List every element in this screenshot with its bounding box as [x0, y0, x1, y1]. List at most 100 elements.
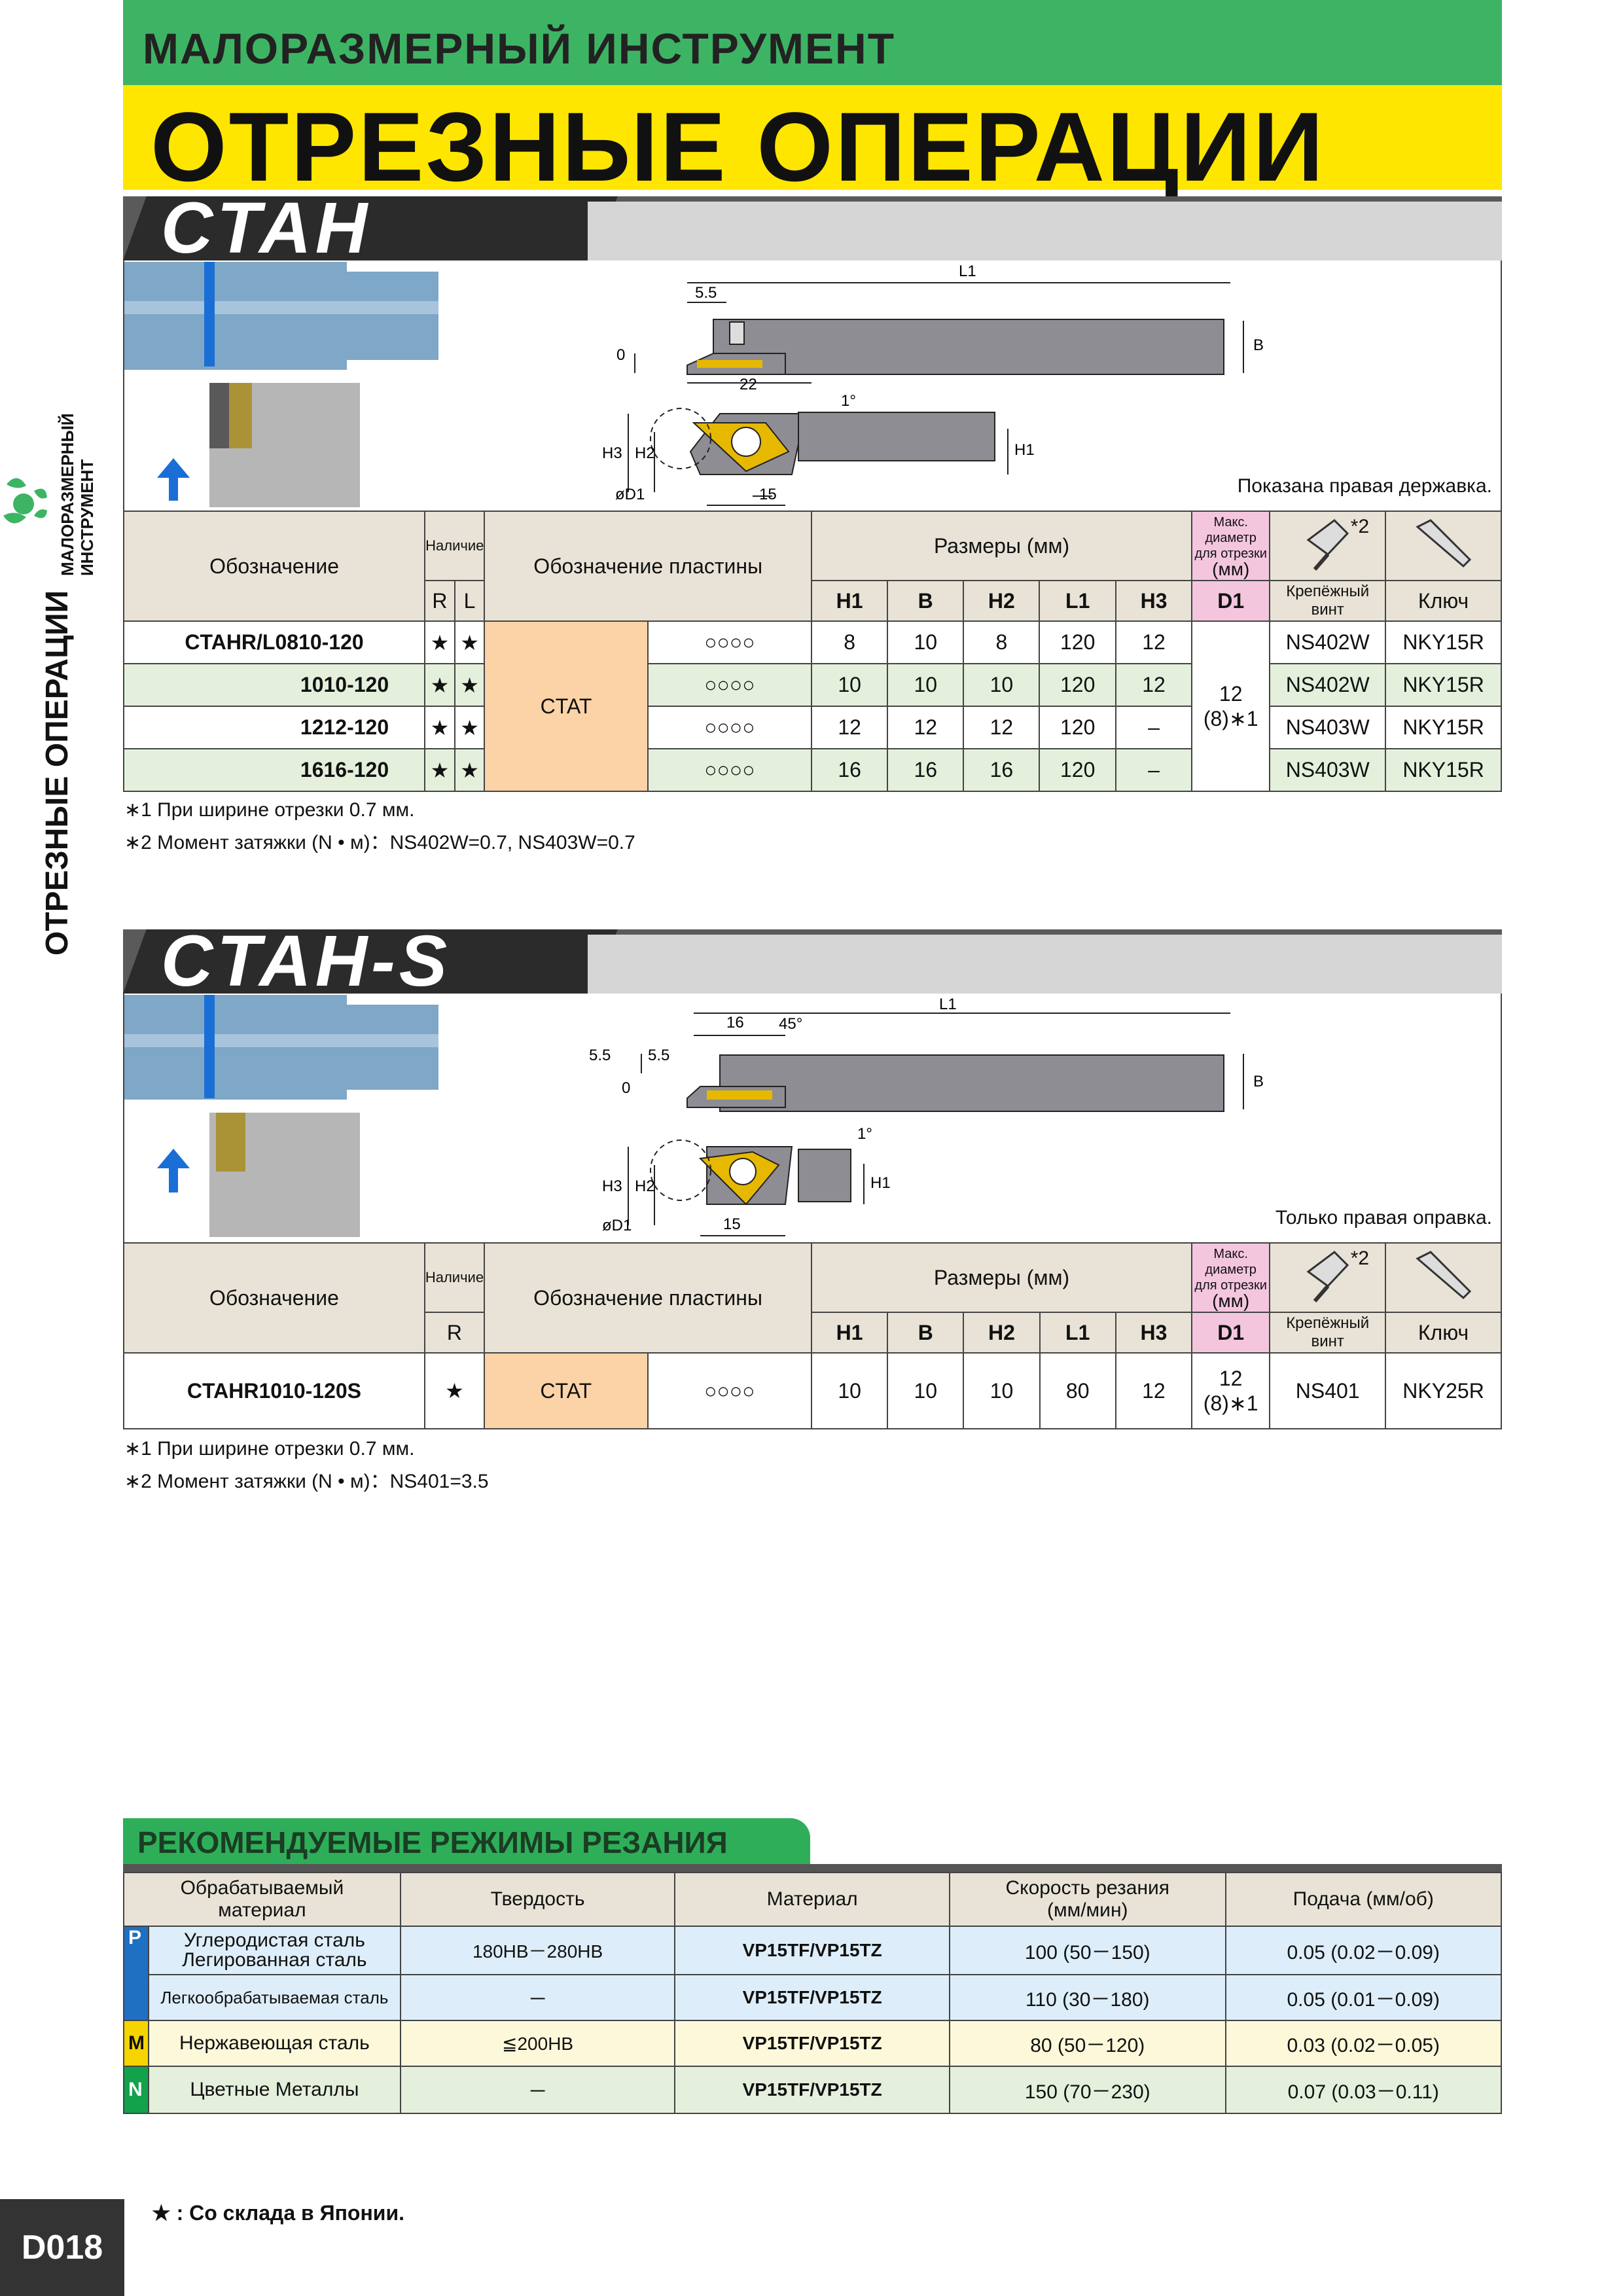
th-l1: L1	[1039, 580, 1116, 622]
recommend-title-bar: РЕКОМЕНДУЕМЫЕ РЕЖИМЫ РЕЗАНИЯ	[123, 1818, 810, 1864]
section2-table: Обозначение Наличие Обозначение пластины…	[123, 1242, 1502, 1429]
section1-usage-illustration	[124, 262, 452, 507]
dim-5-5-vertical: 5.5	[589, 1047, 611, 1064]
section1-title: CTAH	[160, 196, 372, 260]
th-screw: Крепёжный винт	[1269, 1312, 1387, 1354]
insert-name: CTAT	[484, 620, 649, 792]
section2-drawing-frame	[123, 994, 1502, 1242]
iso-n-badge: N	[123, 2066, 149, 2114]
th-l1: L1	[1039, 1312, 1116, 1354]
th-h2: H2	[963, 580, 1041, 622]
th-max-diameter: Макс. диаметр для отрезки (мм)	[1191, 511, 1271, 581]
dim-h3: H3	[602, 1177, 622, 1195]
section2-usage-illustration	[124, 995, 438, 1237]
side-small-label-2: ИНСТРУМЕНТ	[77, 459, 97, 576]
section1-drawing-frame	[123, 260, 1502, 511]
table-row: 1010-120 ★ ★ ○○○○ 10 10 10 120 12 NS402W…	[122, 663, 1502, 707]
dim-h3: H3	[602, 444, 622, 462]
th-designation: Обозначение	[123, 1242, 425, 1354]
hex-key-icon	[1415, 519, 1471, 568]
section1-table: Обозначение Наличие Обозначение пластины…	[122, 511, 1502, 792]
th-r: R	[423, 1312, 486, 1354]
table-row: CTAHR1010-120S ★ CTAT ○○○○ 10 10 10 80 1…	[123, 1352, 1502, 1429]
th-b: B	[887, 1312, 965, 1354]
category-bar: МАЛОРАЗМЕРНЫЙ ИНСТРУМЕНТ	[123, 0, 1502, 85]
th-h2: H2	[963, 1312, 1041, 1354]
page-title: ОТРЕЗНЫЕ ОПЕРАЦИИ	[151, 92, 1326, 202]
dim-d1: øD1	[615, 486, 645, 503]
th-grade: Материал	[674, 1872, 950, 1927]
dim-l1: L1	[939, 996, 957, 1013]
screw-icon	[1306, 519, 1349, 571]
dim-d1: øD1	[602, 1217, 632, 1234]
th-key-icon-cell	[1385, 511, 1502, 581]
section2-caption: Только правая оправка.	[1275, 1207, 1492, 1229]
th-d1: D1	[1191, 1312, 1271, 1354]
section2-note-2: ∗2 Момент затяжки (N • м)：NS401=3.5	[124, 1471, 489, 1492]
dim-h1: H1	[1014, 441, 1035, 459]
th-insert: Обозначение пластины	[484, 511, 813, 622]
th-designation: Обозначение	[122, 511, 426, 622]
dim-1deg: 1°	[841, 392, 856, 410]
section1-bar: CTAH	[123, 196, 1502, 260]
side-small-label-1: МАЛОРАЗМЕРНЫЙ	[58, 413, 77, 576]
table-row: 1616-120 ★ ★ ○○○○ 16 16 16 120 – NS403W …	[122, 748, 1502, 792]
th-key: Ключ	[1385, 1312, 1502, 1354]
category-title: МАЛОРАЗМЕРНЫЙ ИНСТРУМЕНТ	[143, 24, 896, 73]
th-l: L	[454, 580, 486, 622]
table-row: Легкообрабатываемая сталь － VP15TF/VP15T…	[124, 1974, 1502, 2021]
table-row: CTAHR/L0810-120 ★ ★ CTAT ○○○○ 8 10 8 120…	[122, 620, 1502, 792]
stock-note: ★ : Со склада в Японии.	[152, 2201, 404, 2225]
d1-value-cell: 12 (8)∗1	[1191, 620, 1271, 792]
iso-p-badge: P	[123, 1926, 149, 2021]
th-screw: Крепёжный винт	[1269, 580, 1387, 622]
section2-title: CTAH-S	[160, 929, 452, 994]
section1-note-1: ∗1 При ширине отрезки 0.7 мм.	[124, 799, 415, 821]
th-h1: H1	[811, 580, 889, 622]
dim-b: B	[1253, 336, 1264, 354]
th-key: Ключ	[1385, 580, 1502, 622]
dim-h1: H1	[870, 1174, 891, 1192]
section2-bar: CTAH-S	[123, 929, 1502, 994]
section2-note-1: ∗1 При ширине отрезки 0.7 мм.	[124, 1438, 415, 1460]
side-tab	[0, 445, 93, 589]
dim-45deg: 45°	[779, 1015, 802, 1033]
th-dims: Размеры (мм)	[810, 1242, 1193, 1313]
dim-15: 15	[759, 486, 777, 503]
side-vertical-label: ОТРЕЗНЫЕ ОПЕРАЦИИ	[40, 590, 75, 956]
dim-5-5: 5.5	[648, 1047, 669, 1064]
dim-b: B	[1253, 1073, 1264, 1090]
th-max-diameter: Макс. диаметр для отрезки (мм)	[1191, 1242, 1271, 1313]
th-b: B	[887, 580, 965, 622]
dim-l1: L1	[959, 262, 976, 280]
th-key-icon-cell	[1385, 1242, 1502, 1313]
th-dims: Размеры (мм)	[811, 511, 1193, 581]
dim-1deg: 1°	[857, 1125, 872, 1143]
dim-22: 22	[740, 376, 757, 393]
th-speed: Скорость резания(мм/мин)	[948, 1872, 1226, 1927]
th-h3: H3	[1115, 1312, 1193, 1354]
table-row: 1212-120 ★ ★ ○○○○ 12 12 12 120 – NS403W …	[122, 706, 1502, 749]
th-screw-icon-cell: *2	[1269, 1242, 1387, 1313]
section2-dimension-drawing: L1 16 45° 5.5 5.5 0 B 1° H3 H2 H1 øD1 15	[589, 996, 1264, 1236]
page-number: D018	[0, 2199, 124, 2296]
table-row: N Цветные Металлы － VP15TF/VP15TZ 150 (7…	[123, 2066, 1502, 2114]
dim-h2: H2	[635, 444, 655, 462]
dim-15: 15	[723, 1215, 741, 1233]
dim-16: 16	[726, 1014, 744, 1031]
screw-note-mark: *2	[1350, 1247, 1370, 1269]
th-screw-icon-cell: *2	[1269, 511, 1387, 581]
hex-key-icon	[1415, 1251, 1471, 1300]
th-insert: Обозначение пластины	[484, 1242, 812, 1354]
th-feed: Подача (мм/об)	[1224, 1872, 1502, 1927]
th-h3: H3	[1115, 580, 1193, 622]
section1-caption: Показана правая державка.	[1237, 475, 1492, 497]
th-availability: Наличие	[423, 1242, 486, 1313]
iso-m-badge: M	[123, 2020, 149, 2067]
side-small-label: МАЛОРАЗМЕРНЫЙ ИНСТРУМЕНТ	[55, 413, 107, 576]
recommend-title: РЕКОМЕНДУЕМЫЕ РЕЖИМЫ РЕЗАНИЯ	[137, 1825, 728, 1859]
th-d1: D1	[1191, 580, 1271, 622]
th-h1: H1	[810, 1312, 889, 1354]
